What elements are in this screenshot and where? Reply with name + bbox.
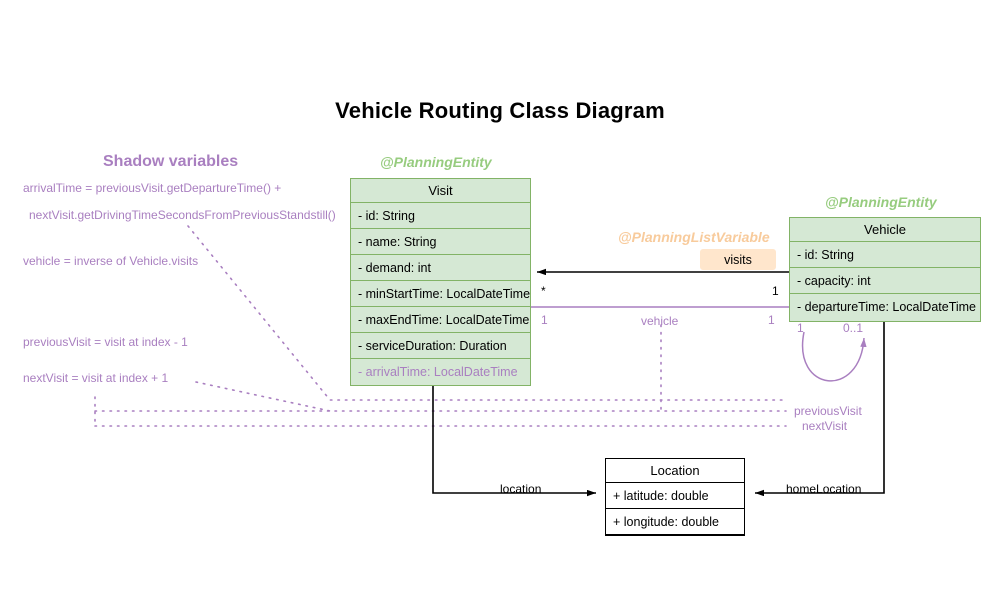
visits-chip[interactable]: visits: [700, 249, 776, 270]
home-location-relation-label: homeLocation: [786, 482, 862, 496]
location-class-name: Location: [606, 459, 744, 483]
shadow-variables-heading: Shadow variables: [103, 153, 239, 170]
class-box-location[interactable]: Location + latitude: double + longitude:…: [605, 458, 745, 536]
vehicle-field-departure-time: - departureTime: LocalDateTime: [797, 300, 977, 314]
shadow-note-previous-visit: previousVisit = visit at index - 1: [23, 335, 188, 349]
self-loop-label-previous-visit: previousVisit: [794, 404, 862, 418]
vehicle-class-name: Vehicle: [790, 218, 980, 242]
page-title: Vehicle Routing Class Diagram: [335, 98, 665, 123]
shadow-note-next-visit: nextVisit = visit at index + 1: [23, 371, 169, 385]
visit-field-arrival-time: - arrivalTime: LocalDateTime: [358, 365, 518, 379]
visit-field-demand: - demand: int: [351, 255, 530, 281]
class-box-vehicle[interactable]: Vehicle - id: String - capacity: int - d…: [789, 217, 981, 322]
visits-target-multiplicity: 1: [772, 284, 779, 298]
vehicle-relation-label: vehicle: [641, 314, 679, 328]
vehicle-relation-target-multiplicity: 1: [768, 313, 775, 327]
shadow-note-arrival-time-2: nextVisit.getDrivingTimeSecondsFromPrevi…: [29, 208, 336, 222]
visit-class-name: Visit: [351, 179, 530, 203]
self-loop-target-multiplicity: 0..1: [843, 321, 864, 335]
visit-field-service-duration: - serviceDuration: Duration: [351, 333, 530, 359]
visit-stereotype: @PlanningEntity: [380, 154, 492, 170]
shadow-note-vehicle: vehicle = inverse of Vehicle.visits: [23, 254, 199, 268]
visit-field-id: - id: String: [351, 203, 530, 229]
visits-stereotype: @PlanningListVariable: [618, 229, 770, 245]
shadow-note-arrival-time-1: arrivalTime = previousVisit.getDeparture…: [23, 181, 282, 195]
vehicle-field-capacity: - capacity: int: [790, 268, 980, 294]
vehicle-field-id: - id: String: [790, 242, 980, 268]
location-field-latitude: + latitude: double: [606, 483, 744, 509]
visits-source-multiplicity: *: [541, 284, 546, 298]
location-relation-label: location: [500, 482, 542, 496]
self-loop-label-next-visit: nextVisit: [802, 419, 848, 433]
edge-vehicle-self-loop: [801, 331, 867, 382]
self-loop-source-multiplicity: 1: [797, 321, 804, 335]
class-box-visit[interactable]: Visit - id: String - name: String - dema…: [350, 178, 531, 386]
visit-field-name: - name: String: [351, 229, 530, 255]
vehicle-relation-source-multiplicity: 1: [541, 313, 548, 327]
vehicle-stereotype: @PlanningEntity: [825, 194, 937, 210]
visit-field-max-end-time: - maxEndTime: LocalDateTime: [351, 307, 530, 333]
location-field-longitude: + longitude: double: [606, 509, 744, 535]
edge-location: [432, 386, 596, 497]
visit-field-min-start-time: - minStartTime: LocalDateTime: [351, 281, 530, 307]
